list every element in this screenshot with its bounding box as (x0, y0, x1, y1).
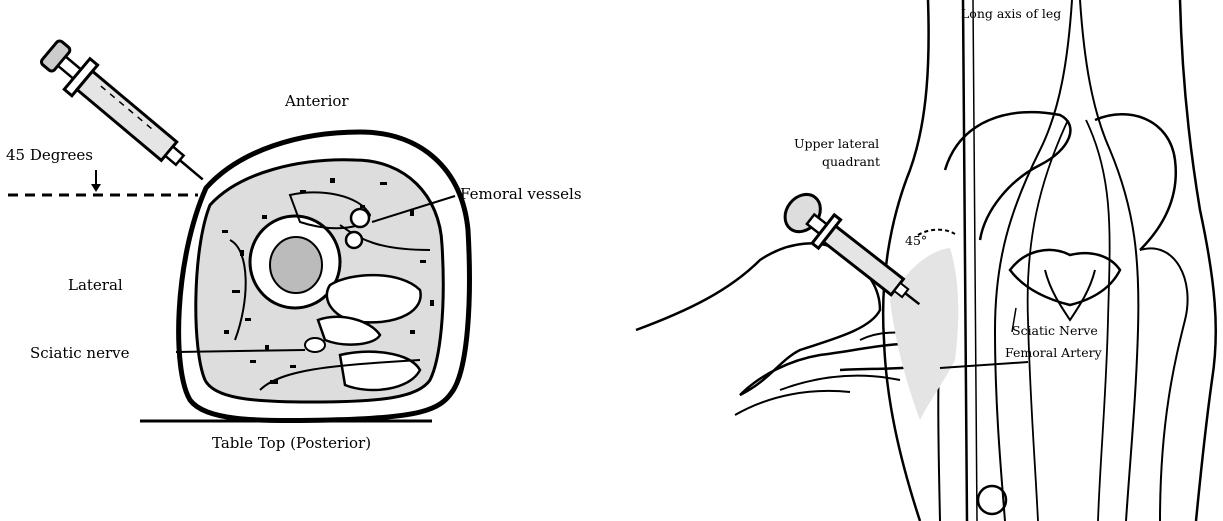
label-45-degrees: 45 Degrees (6, 146, 93, 164)
femoral-vessel-1 (351, 209, 369, 227)
label-anterior: Anterior (284, 92, 349, 110)
degree-arrow-head (91, 184, 101, 192)
inner-vessel-right (1086, 120, 1110, 521)
femoral-vessel-2 (346, 232, 362, 248)
sacrum (1010, 250, 1120, 305)
label-sciatic-nerve: Sciatic nerve (30, 344, 130, 362)
long-axis-line-1 (963, 0, 967, 521)
gluteal-stipple-region (890, 248, 958, 420)
right-figure: Long axis of leg Upper lateral quadrant … (636, 0, 1216, 521)
label-femoral-artery: Femoral Artery (1005, 345, 1103, 360)
label-upper-lateral-1: Upper lateral (794, 136, 879, 151)
label-sciatic-nerve-right: Sciatic Nerve (1012, 323, 1098, 338)
femur-right-outline (1140, 248, 1188, 521)
body-outline-left (883, 0, 928, 521)
pelvis-right-ilium (1095, 114, 1176, 250)
syringe-left-icon (37, 36, 216, 195)
sciatic-nerve-shape (305, 338, 325, 352)
muscle-compartment-1 (327, 275, 421, 322)
sacrum-inner (1045, 270, 1095, 320)
label-lateral: Lateral (68, 276, 123, 294)
label-table-top: Table Top (Posterior) (212, 434, 371, 452)
label-femoral-vessels: Femoral vessels (460, 185, 582, 203)
long-axis-line-2 (973, 0, 977, 521)
left-figure: Anterior 45 Degrees Femoral vessels Late… (6, 36, 582, 452)
inner-vessel-left (1028, 120, 1068, 521)
label-upper-lateral-2: quadrant (822, 154, 880, 169)
body-outline-right (1180, 0, 1216, 521)
label-angle: 45° (905, 233, 927, 248)
knee-joint-circle (978, 486, 1006, 514)
label-long-axis: Long axis of leg (961, 6, 1061, 21)
femur-marrow (270, 237, 322, 293)
